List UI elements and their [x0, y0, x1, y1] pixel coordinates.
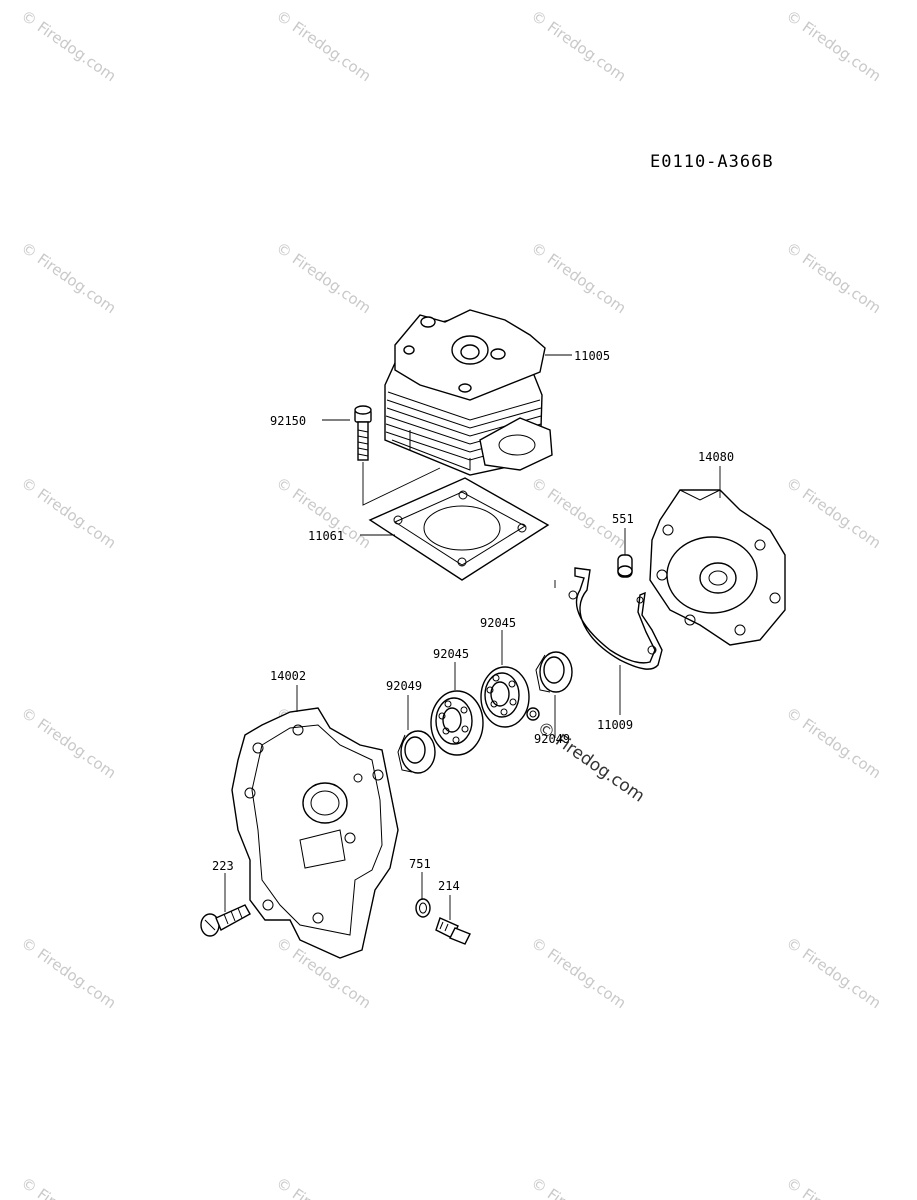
label-551: 551 [612, 512, 634, 526]
watermark: © Firedog.com [18, 474, 120, 553]
label-214: 214 [438, 879, 460, 893]
label-14080: 14080 [698, 450, 734, 464]
watermark: © Firedog.com [783, 239, 885, 318]
watermark: © Firedog.com [273, 239, 375, 318]
watermark: © Firedog.com [273, 1174, 375, 1200]
leader-lines [224, 354, 721, 920]
label-11009: 11009 [597, 718, 633, 732]
label-11061: 11061 [308, 529, 344, 543]
bearing-lower-part [430, 690, 484, 756]
watermark: © Firedog.com [783, 704, 885, 783]
oil-seal-left-part [397, 730, 436, 774]
bolt-214-part [435, 917, 471, 945]
watermark: © Firedog.com [273, 7, 375, 86]
label-223: 223 [212, 859, 234, 873]
watermark: © Firedog.com [18, 934, 120, 1013]
watermark: © Firedog.com [783, 7, 885, 86]
watermark: © Firedog.com [783, 1174, 885, 1200]
label-751: 751 [409, 857, 431, 871]
washer-751-part [415, 898, 431, 918]
watermark: © Firedog.com [528, 239, 630, 318]
diagram-code: E0110-A366B [650, 152, 774, 172]
watermark: © Firedog.com [528, 1174, 630, 1200]
label-92150: 92150 [270, 414, 306, 428]
cylinder-part [384, 309, 553, 476]
crankcase-14080-part [649, 489, 786, 646]
circlip-part [526, 707, 540, 721]
watermark: © Firedog.com [18, 1174, 120, 1200]
watermark: © Firedog.com [528, 7, 630, 86]
oil-seal-right-part [535, 651, 573, 693]
watermark: © Firedog.com [18, 704, 120, 783]
label-92045-upper: 92045 [480, 616, 516, 630]
label-92049-right: 92049 [534, 732, 570, 746]
label-11005: 11005 [574, 349, 610, 363]
watermark: © Firedog.com [18, 7, 120, 86]
watermark: © Firedog.com [783, 474, 885, 553]
bolt-92150-part [354, 405, 372, 461]
watermark: © Firedog.com [528, 934, 630, 1013]
label-92045-lower: 92045 [433, 647, 469, 661]
crankcase-14002-part [231, 707, 399, 959]
gasket-11009-part [568, 567, 663, 670]
watermark: © Firedog.com [18, 239, 120, 318]
pin-551-part [617, 554, 633, 578]
gasket-11061-part [368, 477, 550, 581]
label-14002: 14002 [270, 669, 306, 683]
watermark: © Firedog.com [783, 934, 885, 1013]
label-92049-left: 92049 [386, 679, 422, 693]
part-labels: 11005 92150 11061 14080 551 11009 92045 … [212, 349, 734, 893]
bearing-upper-part [480, 666, 530, 728]
screw-223-part [200, 904, 251, 937]
